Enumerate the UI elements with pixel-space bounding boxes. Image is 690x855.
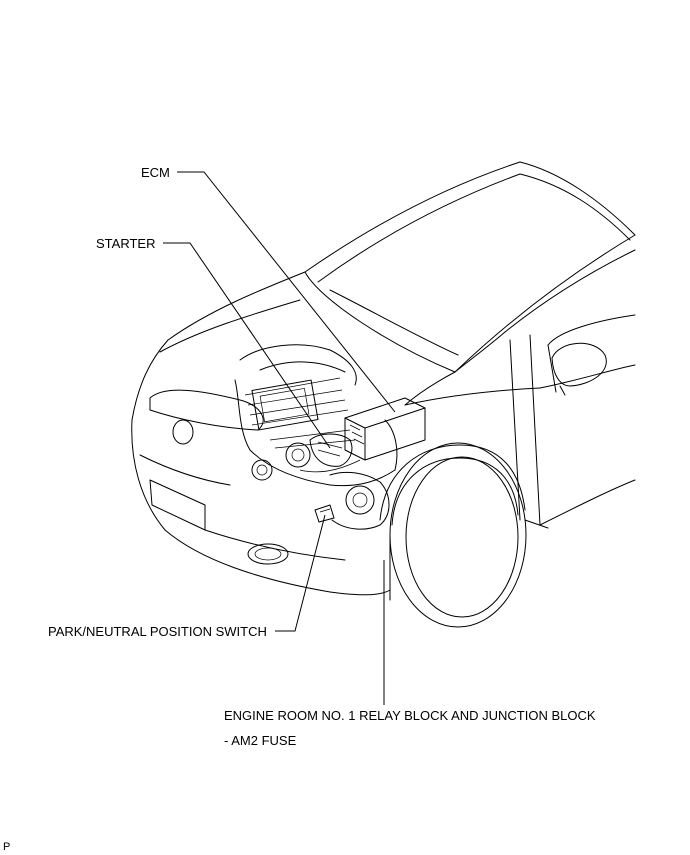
park-neutral-leader xyxy=(275,514,326,632)
page-marker: P xyxy=(3,841,11,853)
ecm-label: ECM xyxy=(141,165,170,180)
car-body-outline xyxy=(131,161,636,628)
starter-leader xyxy=(163,242,331,449)
ecm-leader xyxy=(177,171,396,413)
engine-assembly xyxy=(234,344,426,530)
relay-block-label-line1: ENGINE ROOM NO. 1 RELAY BLOCK AND JUNCTI… xyxy=(224,708,596,723)
leader-lines xyxy=(163,171,396,705)
starter-label: STARTER xyxy=(96,236,156,251)
relay-block-label-line2: - AM2 FUSE xyxy=(224,733,297,748)
park-neutral-switch-label: PARK/NEUTRAL POSITION SWITCH xyxy=(48,624,267,639)
